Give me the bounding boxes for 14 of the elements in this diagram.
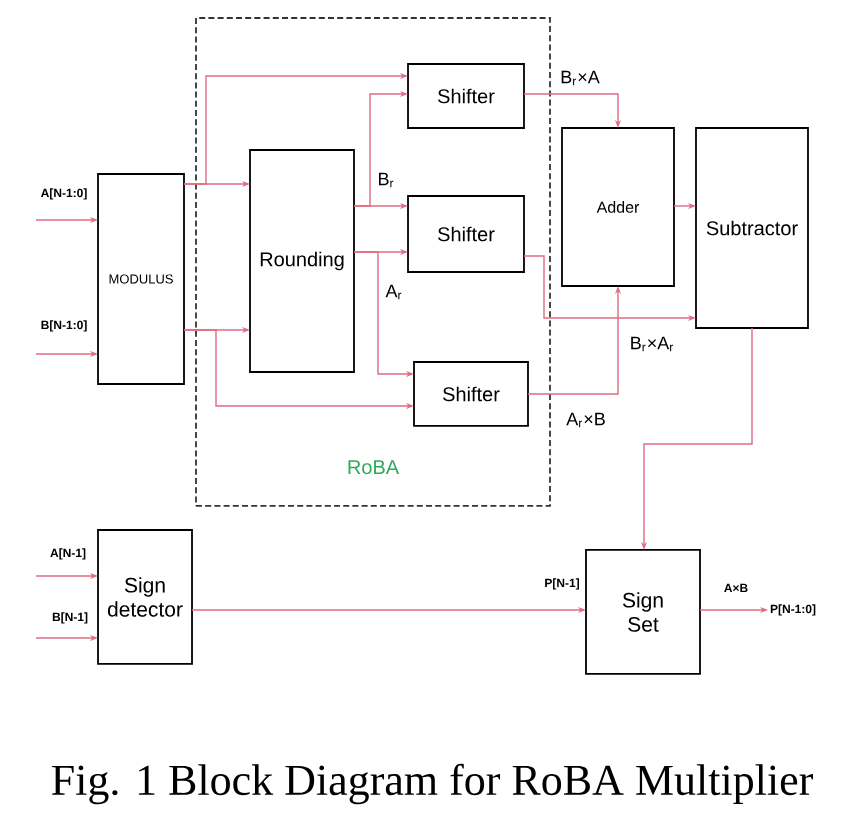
block-box: Shifter: [407, 195, 525, 273]
edge-label: B$_{r}$×A: [559, 69, 601, 87]
edge-label: A$_{r}$×B: [565, 411, 607, 429]
block-box: Sign Set: [585, 549, 701, 675]
caption: Fig. 1 Block Diagram for RoBA Multiplier: [51, 763, 813, 805]
block-box: Shifter: [413, 361, 529, 427]
block-box: Sign detector: [97, 529, 193, 665]
block-box: Adder: [561, 127, 675, 287]
edge-label: B$_{r}$×A$_{r}$: [628, 335, 676, 353]
block-box: Rounding: [249, 149, 355, 373]
edge-label: B$_{r}$: [376, 171, 396, 189]
block-box: Shifter: [407, 63, 525, 129]
edge-label: A$_{r}$: [384, 283, 404, 301]
block-box: Subtractor: [695, 127, 809, 329]
